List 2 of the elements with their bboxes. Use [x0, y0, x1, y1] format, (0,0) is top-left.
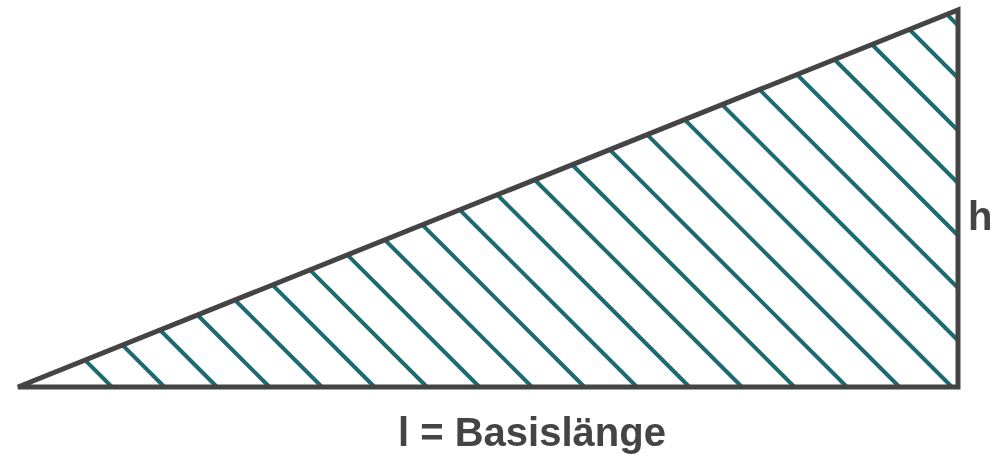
dimension-label: l = Basislänge — [398, 412, 666, 452]
dimension-label: h — [968, 196, 993, 236]
